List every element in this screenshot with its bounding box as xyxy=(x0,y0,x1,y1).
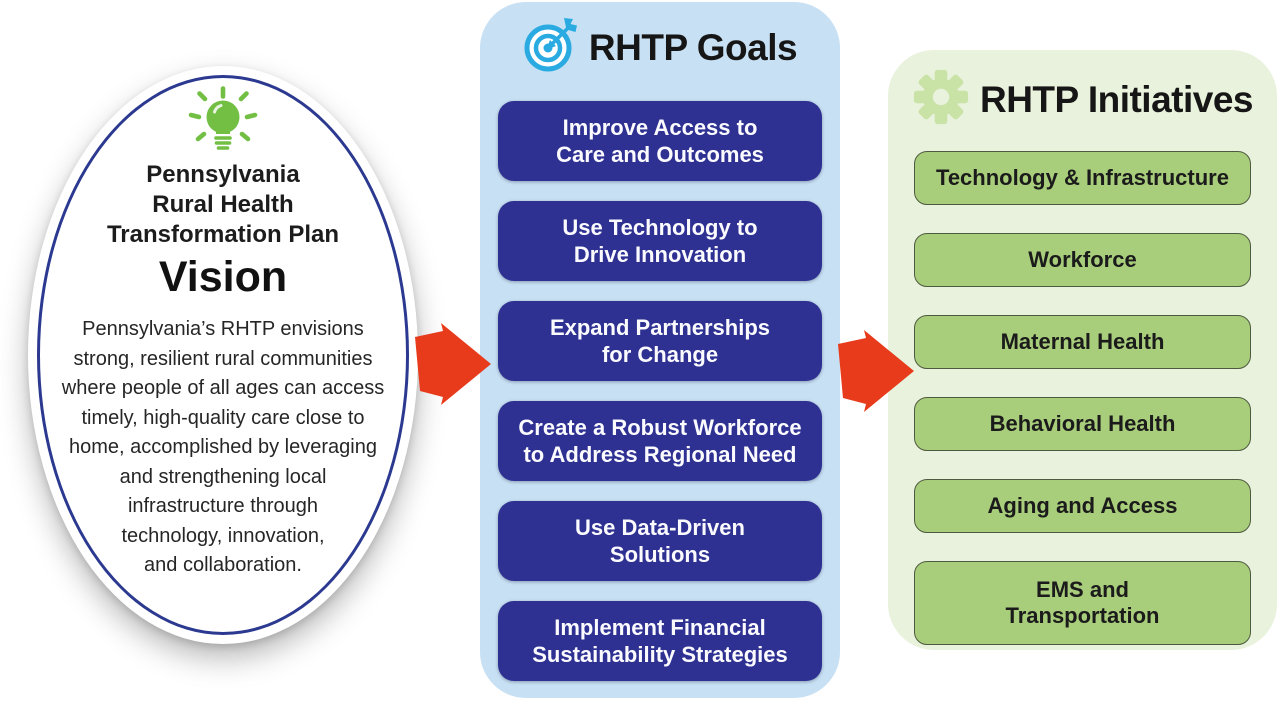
initiative-item-ems-transportation: EMS and Transportation xyxy=(914,561,1251,645)
vision-statement-line: and collaboration. xyxy=(144,554,302,576)
vision-statement-line: timely, high-quality care close to xyxy=(81,406,365,429)
vision-statement-line: infrastructure through xyxy=(127,495,319,517)
goal-item-line: Sustainability Strategies xyxy=(532,642,788,667)
goal-item-line: Create a Robust Workforce xyxy=(518,415,802,440)
vision-statement-line: where people of all ages can access xyxy=(61,377,385,399)
initiative-item-workforce: Workforce xyxy=(914,233,1251,287)
gear-icon xyxy=(912,68,970,131)
initiative-item-aging-access: Aging and Access xyxy=(914,479,1251,533)
goal-item-use-technology: Use Technology to Drive Innovation xyxy=(498,201,822,281)
vision-title-line: Pennsylvania xyxy=(146,161,300,188)
initiative-item-line: Aging and Access xyxy=(987,493,1178,518)
vision-statement-line: and strengthening local xyxy=(119,465,327,488)
goal-item-line: for Change xyxy=(601,342,719,367)
vision-statement-line: Pennsylvania’s RHTP envisions xyxy=(82,318,364,340)
initiative-item-line: Maternal Health xyxy=(1000,329,1165,354)
vision-content: Pennsylvania Rural Health Transformation… xyxy=(28,66,418,644)
vision-statement-line: home, accomplished by leveraging xyxy=(69,436,377,458)
vision-title-line: Rural Health xyxy=(152,191,294,218)
vision-ellipse: Pennsylvania Rural Health Transformation… xyxy=(28,66,418,644)
goal-item-improve-access: Improve Access to Care and Outcomes xyxy=(498,101,822,181)
initiatives-header: RHTP Initiatives xyxy=(888,68,1277,131)
initiative-item-line: Workforce xyxy=(1028,247,1137,272)
goal-item-line: Improve Access to xyxy=(562,115,758,140)
goal-item-robust-workforce: Create a Robust Workforce to Address Reg… xyxy=(498,401,822,481)
goal-item-data-driven: Use Data-Driven Solutions xyxy=(498,501,822,581)
vision-statement-line: technology, innovation, xyxy=(121,524,325,547)
initiative-item-line: Behavioral Health xyxy=(989,411,1176,436)
initiatives-title: RHTP Initiatives xyxy=(979,78,1254,120)
lightbulb-icon xyxy=(185,86,261,158)
goal-item-line: Use Data-Driven xyxy=(575,515,745,540)
goals-panel: RHTP Goals Improve Access to Care and Ou… xyxy=(480,2,840,698)
goal-item-expand-partnerships: Expand Partnerships for Change xyxy=(498,301,822,381)
vision-ellipse-border xyxy=(37,75,409,635)
target-icon xyxy=(523,16,579,79)
goal-item-line: Drive Innovation xyxy=(573,242,747,267)
goal-item-line: Implement Financial xyxy=(554,615,766,640)
vision-statement-line: strong, resilient rural communities xyxy=(73,347,373,370)
goal-item-line: Use Technology to xyxy=(562,215,758,240)
vision-heading: Vision xyxy=(158,253,288,301)
goal-item-line: Expand Partnerships xyxy=(549,315,771,340)
goal-item-line: Care and Outcomes xyxy=(556,142,764,167)
vision-plan-title: Pennsylvania Rural Health Transformation… xyxy=(107,160,339,250)
initiatives-panel: RHTP Initiatives Technology & Infrastruc… xyxy=(888,50,1277,650)
arrow-goals-to-initiatives-icon xyxy=(836,328,916,419)
goals-header: RHTP Goals xyxy=(480,16,840,79)
vision-title-line: Transformation Plan xyxy=(106,221,340,248)
initiative-item-line: EMS and xyxy=(1036,577,1129,602)
arrow-vision-to-goals-icon xyxy=(413,321,493,412)
initiatives-list: Technology & Infrastructure Workforce Ma… xyxy=(888,151,1277,645)
initiative-item-line: Transportation xyxy=(1005,603,1160,628)
initiative-item-line: Technology & Infrastructure xyxy=(936,165,1229,190)
goal-item-line: Solutions xyxy=(609,542,711,567)
initiative-item-technology-infrastructure: Technology & Infrastructure xyxy=(914,151,1251,205)
goal-item-line: to Address Regional Need xyxy=(523,442,797,467)
goals-list: Improve Access to Care and Outcomes Use … xyxy=(480,101,840,681)
initiative-item-behavioral-health: Behavioral Health xyxy=(914,397,1251,451)
goals-title: RHTP Goals xyxy=(588,26,798,68)
vision-statement: Pennsylvania’s RHTP envisions strong, re… xyxy=(62,315,384,581)
goal-item-financial-sustainability: Implement Financial Sustainability Strat… xyxy=(498,601,822,681)
initiative-item-maternal-health: Maternal Health xyxy=(914,315,1251,369)
